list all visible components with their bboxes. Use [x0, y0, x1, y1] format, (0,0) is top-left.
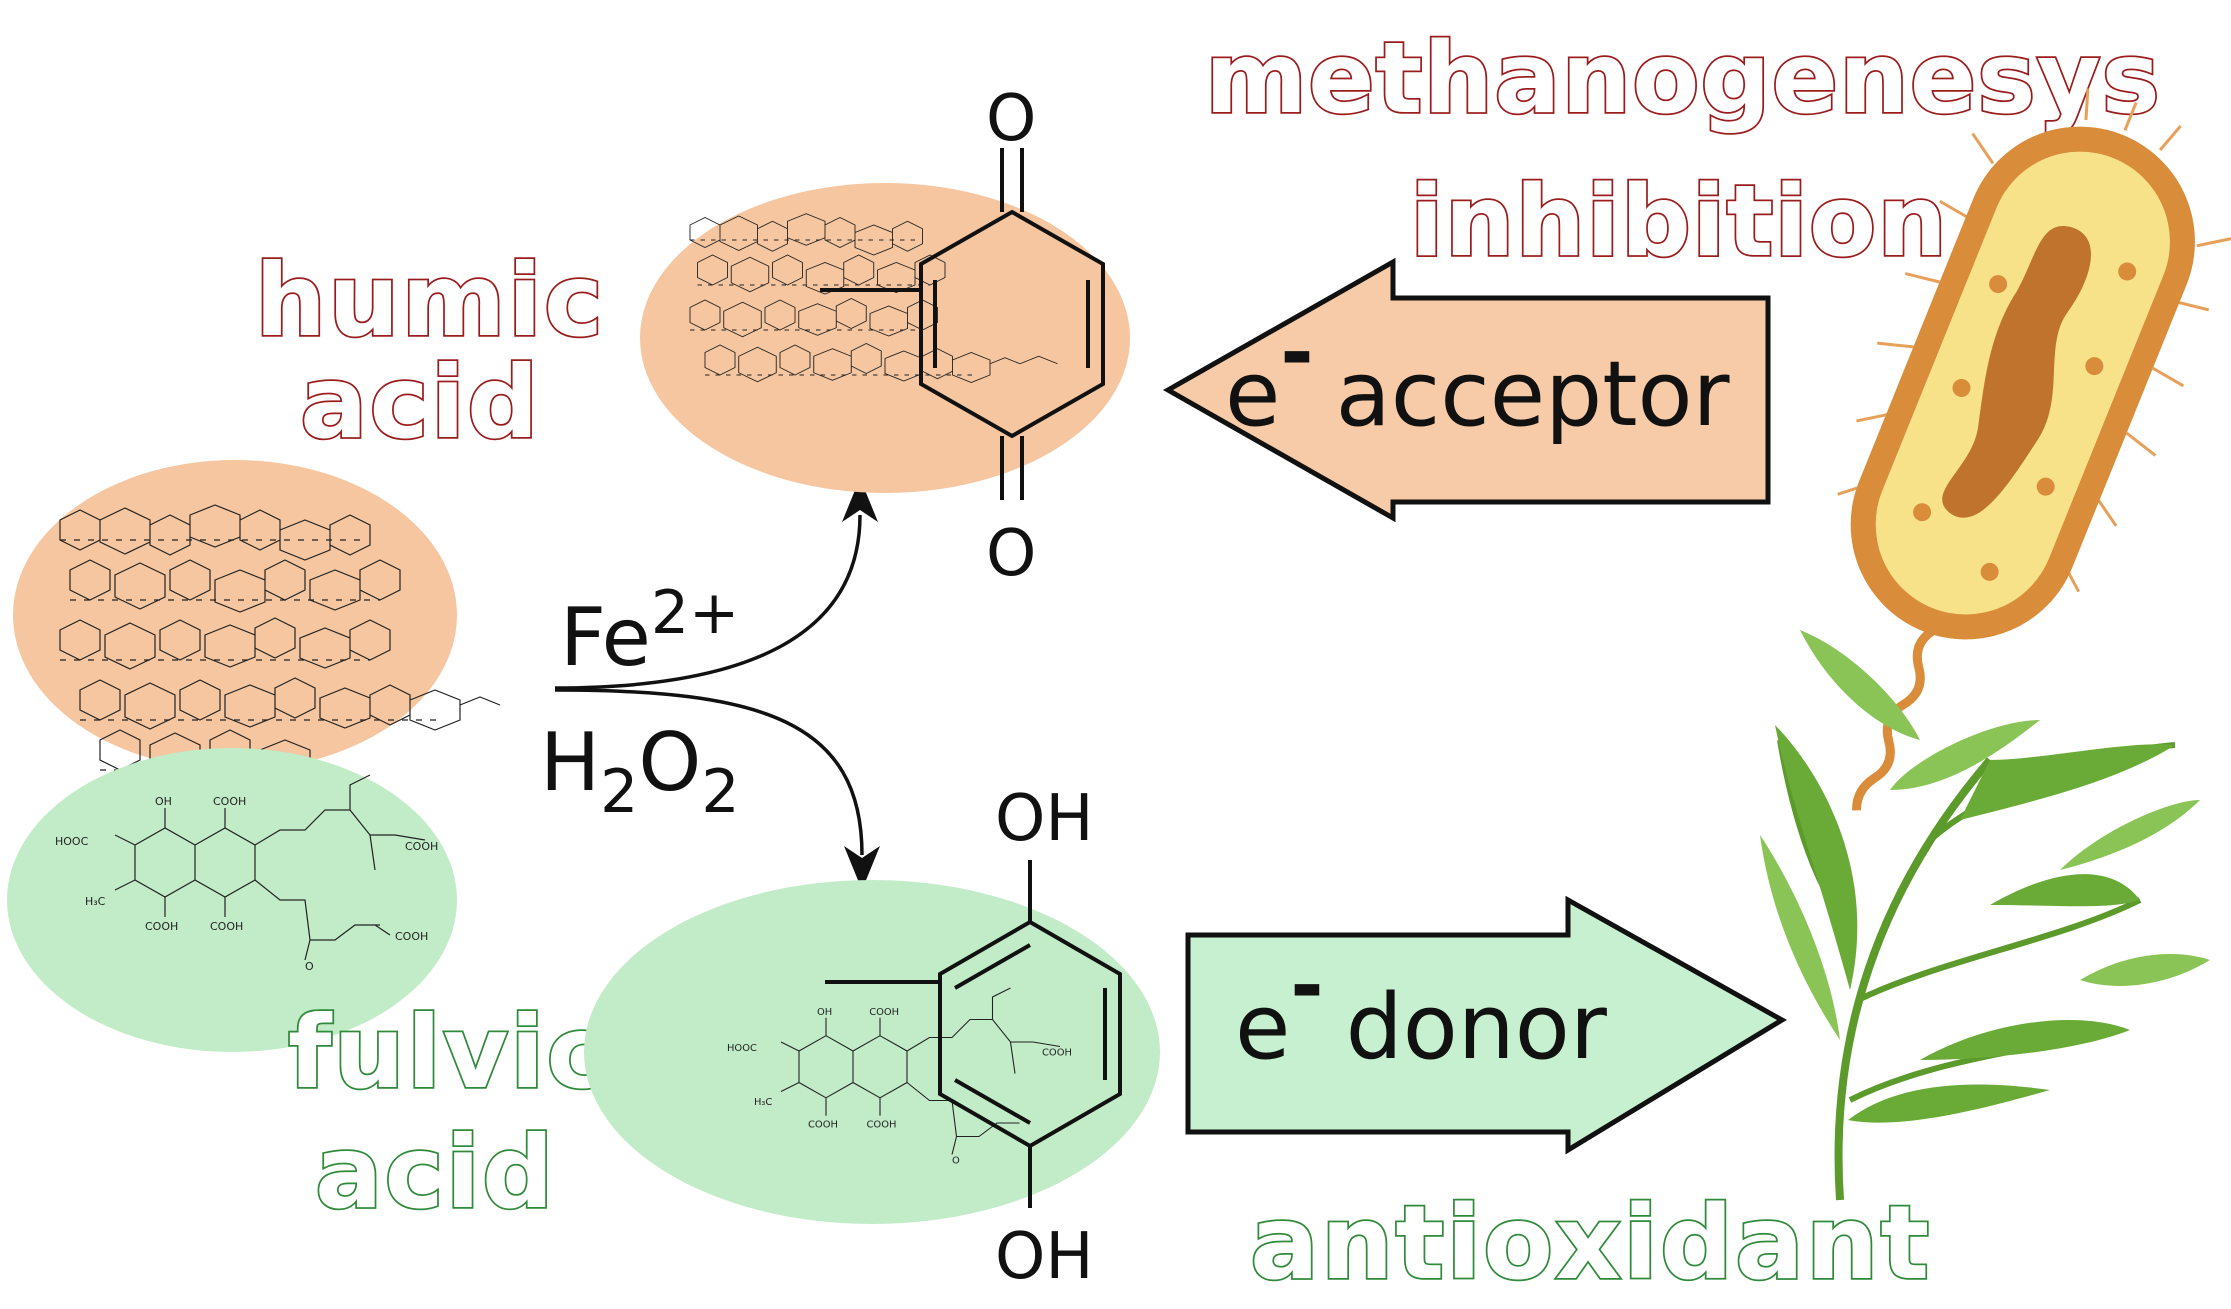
- donor-arrow: [1185, 895, 1787, 1155]
- quinone-blob: [640, 183, 1130, 493]
- svg-text:HOOC: HOOC: [55, 835, 89, 848]
- svg-text:COOH: COOH: [213, 795, 246, 808]
- svg-text:OH: OH: [155, 795, 172, 808]
- quinone-ring: [820, 148, 1105, 500]
- methanogenesis-label-line1: methanogenesys: [1205, 22, 2161, 136]
- svg-text:O: O: [305, 960, 314, 973]
- quinone-top-oxygen: O: [986, 82, 1036, 156]
- arrowhead-down: [844, 846, 880, 890]
- fulvic-label-line2: acid: [315, 1114, 556, 1231]
- bacterium-icon: [1837, 88, 2231, 811]
- humic-acid-blob: [13, 460, 457, 770]
- svg-text:COOH: COOH: [867, 1120, 897, 1131]
- fe-label: Fe2+: [560, 578, 739, 684]
- fulvic-molecule-center: HOOC OH COOH COOH H₃C COOH COOH O: [727, 987, 1072, 1167]
- reaction-branch-arrows: [554, 478, 880, 890]
- humic-label-line1: humic: [255, 242, 605, 359]
- svg-text:COOH: COOH: [395, 930, 428, 943]
- antioxidant-label: antioxidant: [1250, 1184, 1931, 1303]
- hydroquinone-ring: [825, 860, 1122, 1208]
- fulvic-molecule-left: HOOC OH COOH COOH H₃C COOH COOH COOH O: [55, 774, 438, 973]
- hydroquinone-bottom-oh: OH: [995, 1220, 1094, 1294]
- svg-text:H₃C: H₃C: [754, 1097, 772, 1108]
- svg-text:COOH: COOH: [145, 920, 178, 933]
- fulvic-label-line1: fulvic: [288, 994, 608, 1111]
- svg-text:COOH: COOH: [405, 840, 438, 853]
- svg-text:OH: OH: [817, 1007, 832, 1018]
- arrowhead-up: [842, 478, 878, 522]
- h2o2-label: H2O2: [540, 716, 740, 827]
- hydroquinone-top-oh: OH: [995, 782, 1094, 856]
- svg-text:COOH: COOH: [210, 920, 243, 933]
- quinone-bottom-oxygen: O: [986, 517, 1036, 591]
- hydroquinone-blob: [584, 880, 1160, 1224]
- svg-text:HOOC: HOOC: [727, 1043, 757, 1054]
- svg-text:COOH: COOH: [808, 1120, 838, 1131]
- svg-text:COOH: COOH: [1042, 1048, 1072, 1059]
- acceptor-arrow: [1162, 257, 1771, 523]
- plant-icon: [1760, 630, 2210, 1201]
- acceptor-label: e-acceptor: [1225, 306, 1730, 447]
- donor-label: e-donor: [1235, 939, 1607, 1080]
- fulvic-acid-blob: [7, 748, 457, 1052]
- methanogenesis-label-line2: inhibition: [1410, 165, 1948, 279]
- svg-text:O: O: [952, 1156, 960, 1167]
- humic-label-line2: acid: [300, 344, 541, 461]
- svg-text:H₃C: H₃C: [85, 895, 106, 908]
- svg-text:COOH: COOH: [869, 1007, 899, 1018]
